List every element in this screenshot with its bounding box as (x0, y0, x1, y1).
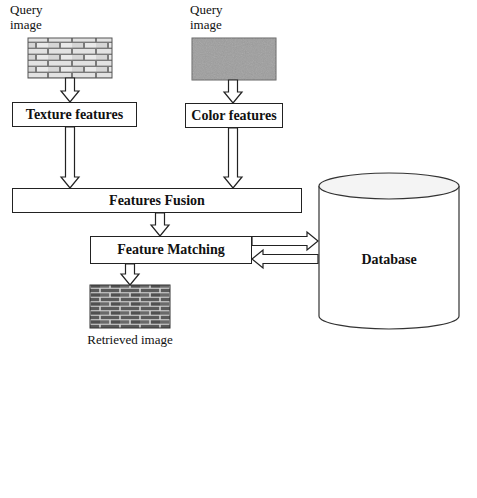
block-arrow (151, 213, 169, 236)
image-caption: Retrieved image (87, 332, 173, 347)
node-label: Color features (191, 108, 276, 124)
cylinder-outline (318, 172, 460, 330)
query-image: Query image (192, 38, 276, 80)
block-arrow (224, 80, 242, 103)
block-arrow (224, 128, 242, 188)
image-grain (192, 38, 276, 80)
block-arrow (61, 78, 79, 102)
process-box: Feature Matching (90, 236, 252, 264)
process-box: Color features (185, 103, 282, 128)
node-label: Feature Matching (117, 242, 224, 258)
cylinder-body (319, 186, 459, 329)
retrieved-image: Retrieved image (90, 285, 170, 328)
cylinder-top (319, 173, 459, 199)
retrieved-brick-image (90, 285, 170, 328)
node-label: Texture features (26, 107, 123, 123)
process-box: Texture features (12, 102, 137, 127)
gray-color-image (192, 38, 276, 80)
image-caption: Query image (10, 2, 60, 32)
node-label: Database (361, 252, 416, 268)
brick-texture-image (28, 38, 112, 78)
query-image: Query image (28, 38, 112, 78)
block-arrow (121, 264, 139, 285)
block-arrow (61, 127, 79, 188)
node-label: Features Fusion (109, 193, 205, 209)
process-box: Features Fusion (12, 188, 302, 213)
block-arrow (252, 232, 318, 250)
block-arrow (252, 250, 318, 268)
database-cylinder: Database (318, 172, 460, 330)
image-caption: Query image (190, 2, 240, 32)
